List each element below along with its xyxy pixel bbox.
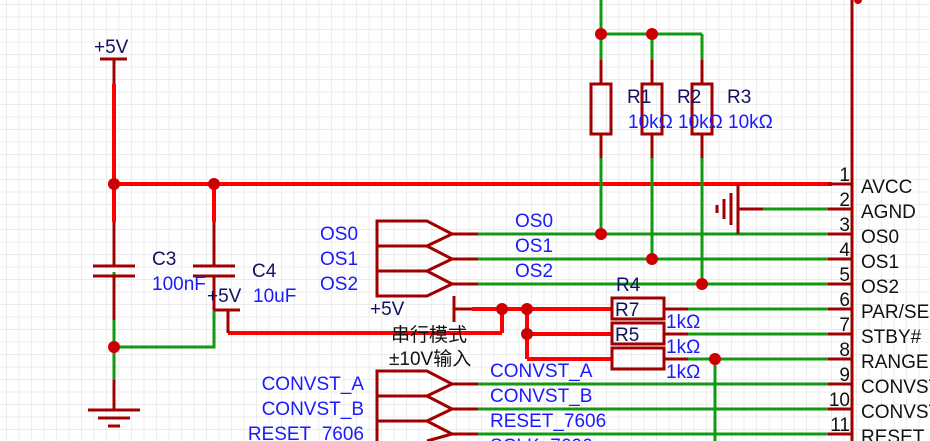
- r7-value-label: 1kΩ: [666, 312, 700, 333]
- ic-pin-number: 11: [830, 415, 850, 436]
- port-os0-label: OS0: [320, 224, 358, 245]
- os-port-symbols: [375, 219, 478, 298]
- net-os1-label: OS1: [515, 236, 553, 257]
- ic-pin-number: 2: [839, 190, 850, 211]
- junction: [709, 353, 721, 365]
- ic-pin-number: 7: [839, 315, 850, 336]
- ic-pin-number: 6: [839, 290, 850, 311]
- ground-symbol: [88, 380, 140, 428]
- ic-pin-name: AVCC: [861, 177, 912, 198]
- ctrl-port-symbols: [375, 369, 478, 441]
- c4-5v-label: +5V: [207, 286, 242, 307]
- ic-pin-number: 3: [839, 215, 850, 236]
- mode-5v-label: +5V: [370, 299, 405, 320]
- junction: [521, 328, 533, 340]
- net-reset-label: RESET_7606: [490, 411, 606, 432]
- r2-ref-label: R2: [677, 87, 701, 108]
- r3-value-label: 10kΩ: [728, 112, 773, 133]
- ic-pin-name: OS1: [861, 252, 899, 273]
- r2-value-label: 10kΩ: [678, 112, 723, 133]
- agnd-ground-symbol: [715, 184, 763, 234]
- ic-pin-name: OS2: [861, 277, 899, 298]
- net-os0-label: OS0: [515, 211, 553, 232]
- junction: [496, 303, 508, 315]
- junction: [854, 0, 862, 4]
- ic-pin-number: 9: [839, 365, 850, 386]
- ic-pin-name: RANGE: [861, 352, 929, 373]
- junction: [595, 28, 607, 40]
- r5-value-label: 1kΩ: [666, 337, 700, 358]
- junction: [646, 28, 658, 40]
- net-convst-b-label: CONVST_B: [490, 386, 592, 407]
- c4-gnd-wire: [114, 310, 216, 349]
- ic-pin-name: RESET: [861, 427, 925, 441]
- serial-mode-note: 串行模式: [391, 324, 467, 346]
- ic-pin-name: CONVST_A: [861, 377, 930, 398]
- ic-pin-name: AGND: [861, 202, 916, 223]
- junction: [595, 228, 607, 240]
- junction: [108, 341, 120, 353]
- vcc-label: +5V: [94, 37, 129, 58]
- net-convst-a-label: CONVST_A: [490, 361, 593, 382]
- junction: [696, 278, 708, 290]
- junctions: [108, 0, 862, 365]
- port-os2-label: OS2: [320, 274, 358, 295]
- net-sclk-label: SCLK_7606: [490, 436, 592, 441]
- ic-pin-name: OS0: [861, 227, 899, 248]
- capacitor-c3: [93, 222, 135, 320]
- power-wires: [112, 84, 832, 361]
- ic-pin-number: 1: [839, 165, 850, 186]
- port-os1-label: OS1: [320, 249, 358, 270]
- ic-pin-number: 5: [839, 265, 850, 286]
- r1-value-label: 10kΩ: [628, 112, 673, 133]
- port-reset-label: RESET_7606: [248, 424, 364, 441]
- c3-ref-label: C3: [152, 249, 176, 270]
- input-range-note: ±10V输入: [389, 348, 471, 370]
- r7-ref-label: R7: [615, 300, 639, 321]
- capacitor-c4: [193, 222, 240, 333]
- net-os2-label: OS2: [515, 261, 553, 282]
- port-convst-b-label: CONVST_B: [262, 399, 364, 420]
- junction: [208, 178, 220, 190]
- c4-value-label: 10uF: [253, 286, 296, 307]
- r5-ref-label: R5: [615, 325, 639, 346]
- ic-pin-number: 10: [829, 390, 850, 411]
- ic-pin-number: 8: [839, 340, 850, 361]
- ic-pin-number: 4: [839, 240, 850, 261]
- components: [88, 0, 854, 441]
- r3-ref-label: R3: [727, 87, 751, 108]
- junction: [108, 178, 120, 190]
- signal-wires: [112, 0, 832, 441]
- ic-pin-name: CONVST_B: [861, 402, 930, 423]
- junction: [646, 253, 658, 265]
- r1-ref-label: R1: [627, 87, 651, 108]
- junction: [521, 303, 533, 315]
- resistor-body-r8: [610, 346, 666, 371]
- r4-value-label: 1kΩ: [666, 362, 700, 383]
- resistor-body-0: [589, 82, 613, 136]
- ic-pin-name: STBY#: [861, 327, 922, 348]
- r4-ref-label: R4: [616, 275, 641, 296]
- c4-ref-label: C4: [252, 261, 277, 282]
- ic-pin-name: PAR/SER: [861, 302, 930, 323]
- port-convst-a-label: CONVST_A: [262, 374, 365, 395]
- c3-value-label: 100nF: [152, 274, 206, 295]
